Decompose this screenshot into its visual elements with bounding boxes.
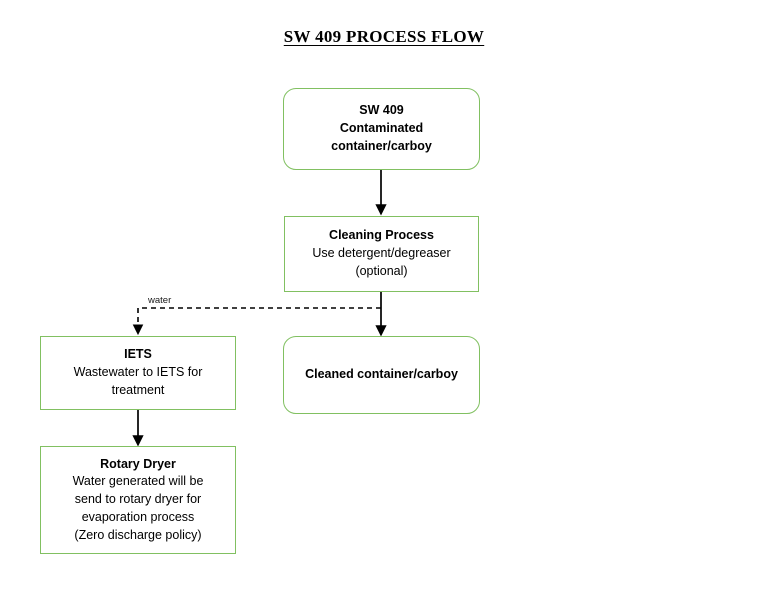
node-heading: SW 409 — [359, 103, 404, 118]
node-line: container/carboy — [331, 138, 432, 153]
page-title: SW 409 PROCESS FLOW — [283, 27, 485, 46]
node-line: Use detergent/degreaser — [312, 246, 451, 261]
node-sw409-contaminated-container[interactable]: SW 409 Contaminated container/carboy — [283, 88, 480, 170]
node-heading: Cleaned container/carboy — [305, 367, 458, 382]
node-cleaning-process[interactable]: Cleaning Process Use detergent/degreaser… — [284, 216, 479, 292]
node-heading: Cleaning Process — [329, 228, 434, 243]
node-rotary-dryer[interactable]: Rotary Dryer Water generated will be sen… — [40, 446, 236, 554]
node-iets[interactable]: IETS Wastewater to IETS for treatment — [40, 336, 236, 410]
connector-water-to-iets — [132, 307, 381, 336]
node-heading: IETS — [124, 347, 152, 362]
node-cleaned-container[interactable]: Cleaned container/carboy — [283, 336, 480, 414]
node-line: treatment — [111, 382, 165, 397]
node-line: evaporation process — [81, 509, 195, 524]
node-line: (Zero discharge policy) — [74, 527, 202, 542]
node-line: send to rotary dryer for — [74, 492, 202, 507]
node-line: Contaminated — [339, 121, 424, 136]
node-line: Wastewater to IETS for — [73, 365, 203, 380]
node-heading: Rotary Dryer — [100, 456, 176, 471]
node-line: (optional) — [355, 263, 408, 278]
edge-label-water: water — [148, 295, 172, 306]
node-line: Water generated will be — [72, 474, 204, 489]
